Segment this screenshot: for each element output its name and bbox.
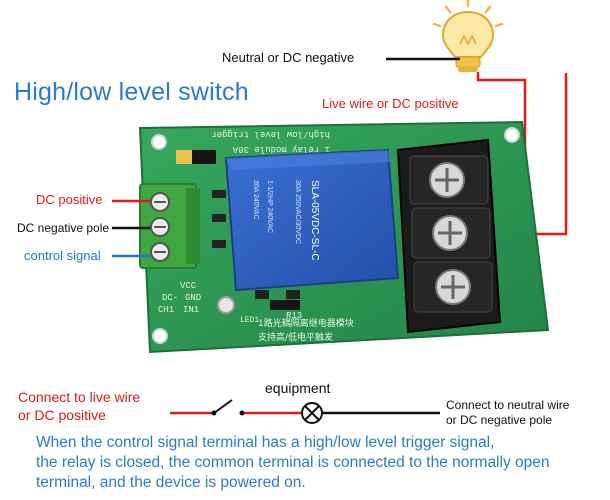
connect-neutral-line1: Connect to neutral wire [446,398,570,412]
relay-model-text: SLA-05VDC-SL-C [309,180,320,261]
silk-cn2: 支持高/低电平触发 [258,331,333,343]
diagram-title: High/low level switch [14,78,249,106]
connect-live-line1: Connect to live wire [18,389,141,405]
description-line-2: the relay is closed, the common terminal… [36,454,550,471]
input-screw-terminal [139,183,200,269]
connect-live-line2: or DC positive [18,407,106,423]
relay-component [224,148,400,292]
neutral-label: Neutral or DC negative [222,50,355,65]
pin-label-vcc: VCC [180,281,197,291]
pin-label-ch1: CH1 [158,305,174,315]
pin-label-in1: IN1 [183,305,199,315]
relay-rating3-text: 30A 240VAC [252,180,259,220]
live-wire-label: Live wire or DC positive [322,96,459,111]
light-bulb-icon [432,0,504,72]
relay-rating1-text: 30A 250VAC/30VDC [294,180,301,244]
board-header2-text: high/low level trigger [211,129,330,139]
dc-positive-label: DC positive [36,192,103,207]
led-label: LED1 [240,316,259,325]
connect-neutral-line2: or DC negative pole [446,413,553,427]
description-text: When the control signal terminal has a h… [36,433,596,493]
silk-cn1: 1路光耦隔离继电器模块 [258,317,354,329]
lamp-symbol-icon [301,402,323,424]
r13-label: R13 [286,311,302,321]
equipment-label: equipment [265,380,331,396]
switch-icon [211,399,245,416]
dc-negative-pole-label: DC negative pole [17,221,110,235]
pin-label-dcminus: DC- [162,293,178,303]
control-signal-label: control signal [24,248,101,263]
relay-rating2-text: 1-1/2HP 240VAC [266,180,273,233]
board-header-text: 1 relay module 30A [232,144,330,154]
description-line-3: terminal, and the device is powered on. [36,474,306,491]
pin-label-gnd: GND [185,293,201,303]
load-screw-terminal [396,138,502,334]
description-line-1: When the control signal terminal has a h… [36,434,495,451]
